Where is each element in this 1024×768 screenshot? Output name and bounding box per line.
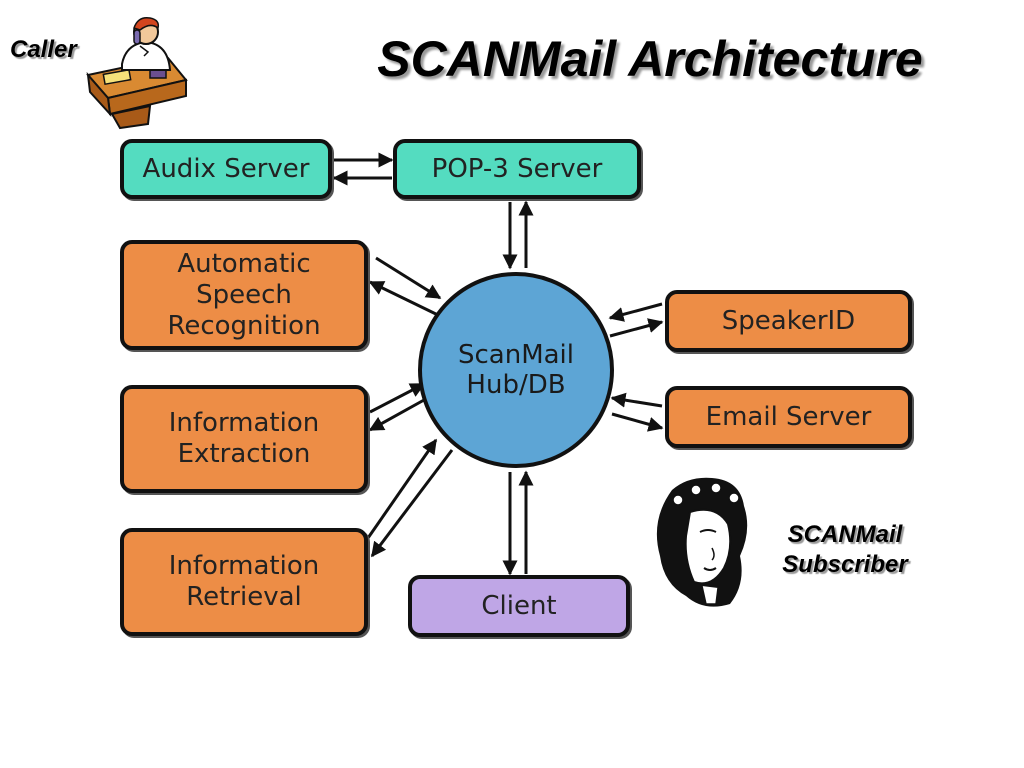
arrow-asr-hub xyxy=(375,256,442,300)
node-label: SpeakerID xyxy=(721,305,856,336)
node-client: Client xyxy=(408,575,630,637)
node-label: Information xyxy=(168,408,320,438)
subscriber-label-line: SCANMail xyxy=(787,521,903,548)
arrow-ir-hub xyxy=(370,449,454,558)
node-pop3-server: POP-3 Server xyxy=(393,139,641,199)
node-label: Extraction xyxy=(177,439,311,469)
arrow-asr-hub xyxy=(368,280,441,318)
caller-label: Caller xyxy=(10,36,77,63)
node-label: Email Server xyxy=(705,401,872,432)
node-label: Audix Server xyxy=(142,153,310,184)
connection-arrows xyxy=(332,152,664,576)
node-label: Recognition xyxy=(167,310,321,341)
node-automatic-speech-recognition: Automatic Speech Recognition xyxy=(120,240,368,350)
arrow-speakerid-hub xyxy=(608,302,663,322)
node-label: Client xyxy=(481,590,557,621)
hub-label: Hub/DB xyxy=(466,370,566,400)
subscriber-label: SCANMail Subscriber xyxy=(760,520,930,580)
arrow-ir-hub xyxy=(366,438,438,539)
slide-title: SCANMail Architecture xyxy=(377,31,923,87)
node-label: Speech xyxy=(196,279,292,310)
subscriber-label-line: Subscriber xyxy=(782,551,908,578)
node-email-server: Email Server xyxy=(665,386,912,448)
node-label: POP-3 Server xyxy=(431,153,603,184)
arrow-ie-hub xyxy=(369,382,426,414)
arrow-email-hub xyxy=(611,412,664,432)
hub-label: ScanMail xyxy=(457,340,575,370)
node-information-retrieval: Information Retrieval xyxy=(120,528,368,636)
node-speakerid: SpeakerID xyxy=(665,290,912,352)
node-label: Automatic xyxy=(177,248,311,279)
arrow-speakerid-hub xyxy=(609,318,664,338)
caller-illustration xyxy=(86,16,188,130)
arrow-email-hub xyxy=(610,392,663,408)
node-label: Retrieval xyxy=(186,582,302,612)
caller-person xyxy=(121,16,172,71)
hub-scanmail-db: ScanMail Hub/DB xyxy=(418,272,614,468)
node-audix-server: Audix Server xyxy=(120,139,332,199)
node-information-extraction: Information Extraction xyxy=(120,385,368,493)
subscriber-portrait xyxy=(656,477,748,607)
node-label: Information xyxy=(168,551,320,581)
arrow-ie-hub xyxy=(368,398,425,432)
